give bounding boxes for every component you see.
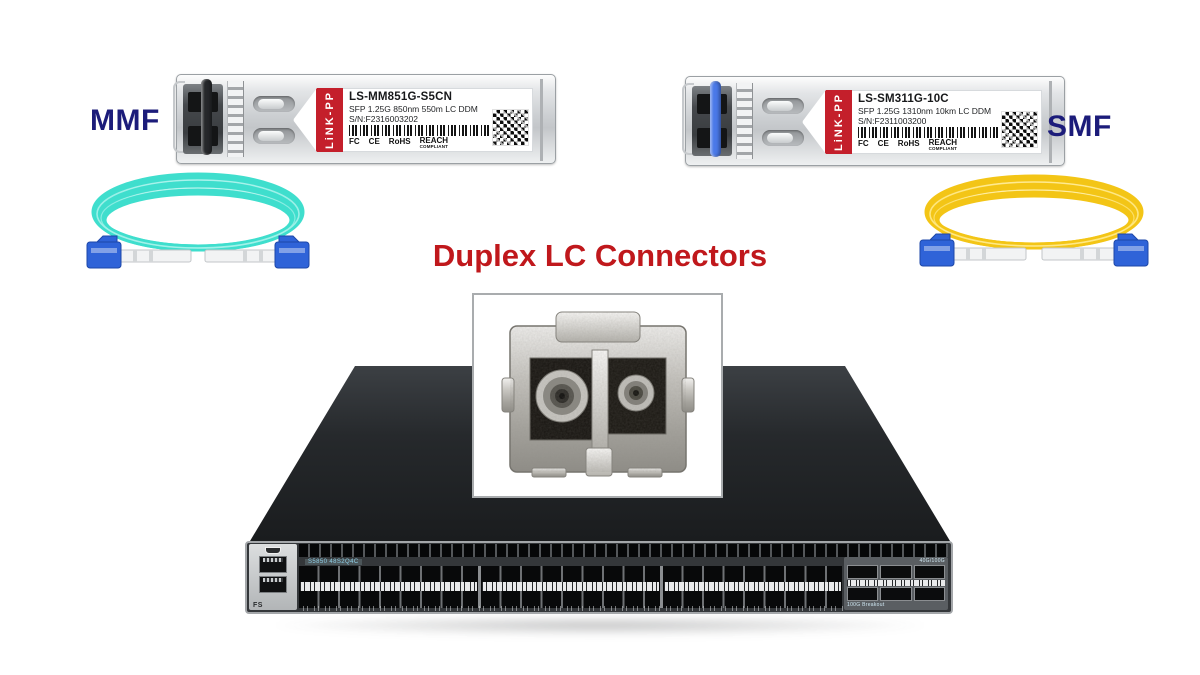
smf-label: SMF bbox=[1047, 110, 1112, 143]
spec-line: SFP 1.25G 850nm 550m LC DDM bbox=[349, 104, 478, 114]
mmf-label: MMF bbox=[90, 104, 160, 137]
switch-shadow bbox=[265, 618, 935, 636]
barcode bbox=[858, 127, 1006, 138]
qr-code bbox=[492, 109, 529, 146]
cert-marks: FC CE RoHS REACH COMPLIANT bbox=[858, 139, 1039, 152]
brand-band: LiNK-PP bbox=[316, 88, 343, 152]
housing-slot-top bbox=[253, 96, 295, 112]
qsfp-speed-label: 40G/100G bbox=[919, 558, 945, 564]
qr-code bbox=[1001, 111, 1038, 148]
sfp-module-multimode: LiNK-PP LS-MM851G-S5CN SFP 1.25G 850nm 5… bbox=[173, 74, 556, 164]
cable-coil-drawing bbox=[86, 172, 310, 269]
brand-band: LiNK-PP bbox=[825, 90, 852, 154]
port-number-strip bbox=[303, 606, 843, 611]
module-endcap bbox=[1049, 81, 1052, 163]
module-endcap bbox=[540, 79, 543, 161]
diagram-title: Duplex LC Connectors bbox=[432, 238, 768, 273]
duplex-lc-connector-photo bbox=[472, 293, 723, 498]
serial-number: S/N:F2311003200 bbox=[858, 116, 927, 126]
reach-mark: REACH COMPLIANT bbox=[928, 138, 958, 151]
bail-wire bbox=[173, 81, 185, 153]
management-block: FS bbox=[249, 544, 297, 610]
qsfp-row-top bbox=[847, 565, 945, 579]
ce-mark: CE bbox=[877, 139, 889, 148]
rohs-mark: RoHS bbox=[897, 139, 920, 148]
sfp-module-singlemode: LiNK-PP LS-SM311G-10C SFP 1.25G 1310nm 1… bbox=[682, 76, 1065, 166]
sfp-port-group-1 bbox=[299, 566, 478, 608]
model-number: LS-MM851G-S5CN bbox=[349, 91, 453, 103]
duplex-lc-connector-drawing bbox=[501, 311, 694, 477]
qsfp-port bbox=[880, 587, 912, 601]
breakout-label: 100G Breakout bbox=[847, 602, 885, 608]
sfp-port-group-2 bbox=[481, 566, 660, 608]
qsfp-port bbox=[913, 565, 945, 579]
cert-marks: FC CE RoHS REACH COMPLIANT bbox=[349, 137, 530, 150]
sfp-port-group-3 bbox=[663, 566, 842, 608]
housing-slot-bottom bbox=[253, 128, 295, 144]
emi-cage-fingers bbox=[227, 81, 244, 157]
lc-connector-right bbox=[204, 235, 310, 269]
switch-model-label: S5850 48S2Q4C bbox=[305, 559, 362, 565]
mgmt-rj45-port-top bbox=[259, 556, 287, 573]
lc-connector-left bbox=[919, 233, 1027, 267]
console-usb-port bbox=[265, 547, 281, 554]
emi-cage-fingers bbox=[736, 83, 753, 159]
ce-mark: CE bbox=[368, 137, 380, 146]
housing-slot-bottom bbox=[762, 130, 804, 146]
product-label: LiNK-PP LS-MM851G-S5CN SFP 1.25G 850nm 5… bbox=[293, 88, 533, 152]
bail-wire bbox=[682, 83, 694, 155]
fcc-mark: FC bbox=[858, 139, 869, 148]
fcc-mark: FC bbox=[349, 137, 360, 146]
product-label: LiNK-PP LS-SM311G-10C SFP 1.25G 1310nm 1… bbox=[802, 90, 1042, 154]
serial-number: S/N:F2316003202 bbox=[349, 114, 418, 124]
qsfp-port bbox=[880, 565, 912, 579]
switch-brand-logo: FS bbox=[253, 602, 263, 609]
qsfp-port bbox=[847, 587, 879, 601]
multimode-patch-cable bbox=[85, 172, 311, 278]
brand-logo: LiNK-PP bbox=[323, 91, 336, 149]
lc-connector-right bbox=[1041, 233, 1149, 267]
sfp-latch-black bbox=[201, 79, 212, 155]
sfp-latch-blue bbox=[710, 81, 721, 157]
qsfp-port bbox=[913, 587, 945, 601]
spec-line: SFP 1.25G 1310nm 10km LC DDM bbox=[858, 106, 992, 116]
mgmt-rj45-port-bottom bbox=[259, 576, 287, 593]
model-number: LS-SM311G-10C bbox=[858, 93, 949, 105]
sfp-port-area bbox=[299, 566, 842, 608]
qsfp-port-area: 40G/100G 100G Breakout bbox=[844, 557, 948, 610]
qsfp-row-bottom bbox=[847, 587, 945, 601]
housing-slot-top bbox=[762, 98, 804, 114]
singlemode-patch-cable bbox=[918, 174, 1150, 276]
rohs-mark: RoHS bbox=[388, 137, 411, 146]
qsfp-port bbox=[847, 565, 879, 579]
cable-coil-drawing bbox=[919, 174, 1149, 267]
qsfp-label-strip bbox=[847, 580, 945, 586]
barcode bbox=[349, 125, 497, 136]
vent-grille bbox=[299, 544, 948, 557]
lc-connector-left bbox=[86, 235, 192, 269]
brand-logo: LiNK-PP bbox=[832, 93, 845, 151]
reach-mark: REACH COMPLIANT bbox=[419, 136, 449, 149]
switch-front-panel: FS S5850 48S2Q4C 40G/100G 100G Breakout bbox=[245, 541, 953, 614]
